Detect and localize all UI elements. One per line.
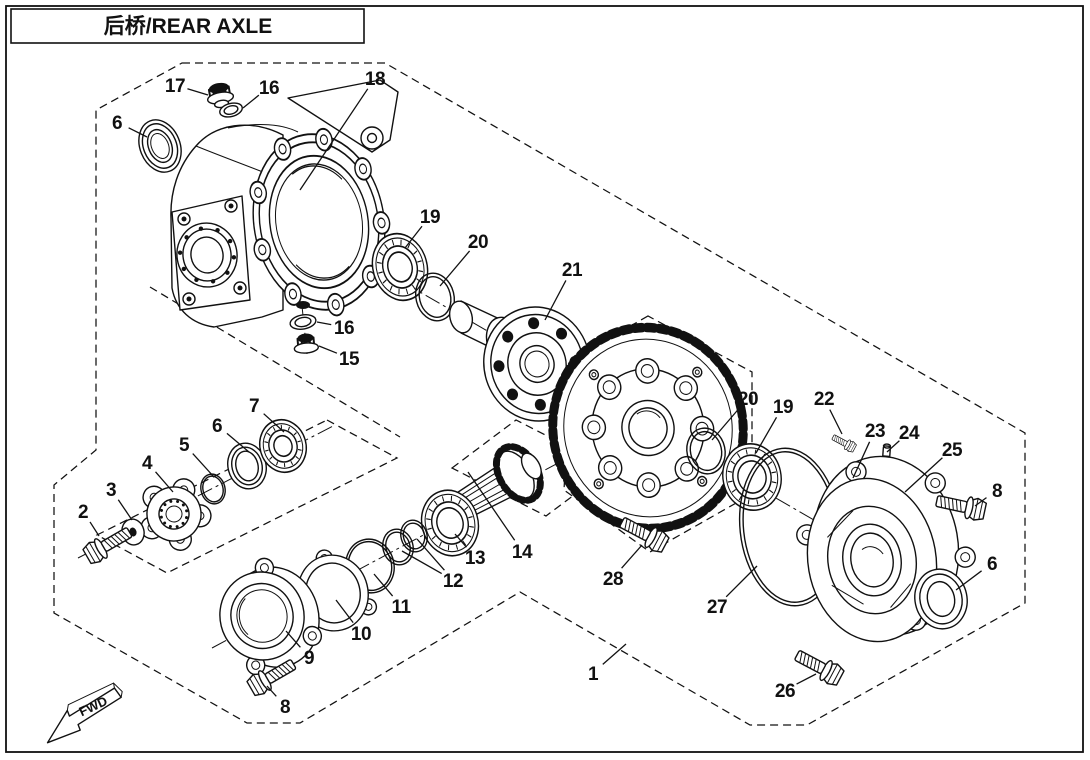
callout-18: 18 [365,69,385,90]
callout-6: 6 [987,554,997,575]
callout-14: 14 [512,542,533,563]
shim-12b [400,519,428,553]
callout-16: 16 [259,78,279,99]
oil-plug-15 [293,333,320,354]
callout-21: 21 [562,260,583,281]
shim-20 [414,272,456,322]
oil-seal-6-right [914,568,968,630]
callout-7: 7 [249,396,259,417]
drain-plug-17 [206,82,235,109]
callout-22: 22 [814,389,834,410]
callout-6: 6 [112,113,122,134]
callout-6: 6 [212,416,222,437]
callout-8: 8 [280,697,290,718]
callout-8: 8 [992,481,1002,502]
gearcase-housing-18 [170,79,399,328]
flange-subassembly-box [95,419,399,574]
wheel-flange-4 [140,478,212,551]
side-cover-25 [806,477,938,643]
callout-12: 12 [443,571,463,592]
callout-20: 20 [468,232,488,253]
housing-face-dashed-line [149,286,401,438]
callout-11: 11 [391,597,411,618]
callout-19: 19 [420,207,440,228]
pinion-bearing-13 [420,489,480,557]
callout-28: 28 [603,569,623,590]
callout-25: 25 [942,440,963,461]
callout-23: 23 [865,421,885,442]
callout-10: 10 [351,624,371,645]
callout-26: 26 [775,681,795,702]
title-block: 后桥/REAR AXLE [10,8,365,44]
callout-19: 19 [773,397,793,418]
tapered-bearing-19 [371,232,429,302]
page-title: 后桥/REAR AXLE [104,14,272,38]
ring-gear-subassembly-box [563,315,753,553]
callout-4: 4 [142,453,153,474]
oil-seal-6-left [138,119,182,173]
callout-20: 20 [738,389,758,410]
screw-22 [830,431,858,454]
bolt-26 [791,644,847,689]
callout-5: 5 [179,435,190,456]
page-border [5,5,1084,753]
callout-16: 16 [334,318,354,339]
o-ring-5 [200,473,226,505]
callout-17: 17 [165,76,185,97]
pinion-bearing-housing-9 [219,557,323,676]
sealing-washer-16-bottom [289,314,317,330]
callout-9: 9 [304,648,314,669]
tapered-bearing-7 [259,418,307,474]
sealing-washer-16-top [219,102,243,118]
callout-1: 1 [588,664,599,685]
fwd-direction-arrow: FWD [46,682,123,744]
callout-15: 15 [339,349,360,370]
callout-27: 27 [707,597,727,618]
shim-12a [382,528,414,566]
assembly-boundary-dashed [53,62,1026,726]
callout-3: 3 [106,480,116,501]
callout-2: 2 [78,502,88,523]
callout-13: 13 [465,548,485,569]
callout-24: 24 [899,423,920,444]
